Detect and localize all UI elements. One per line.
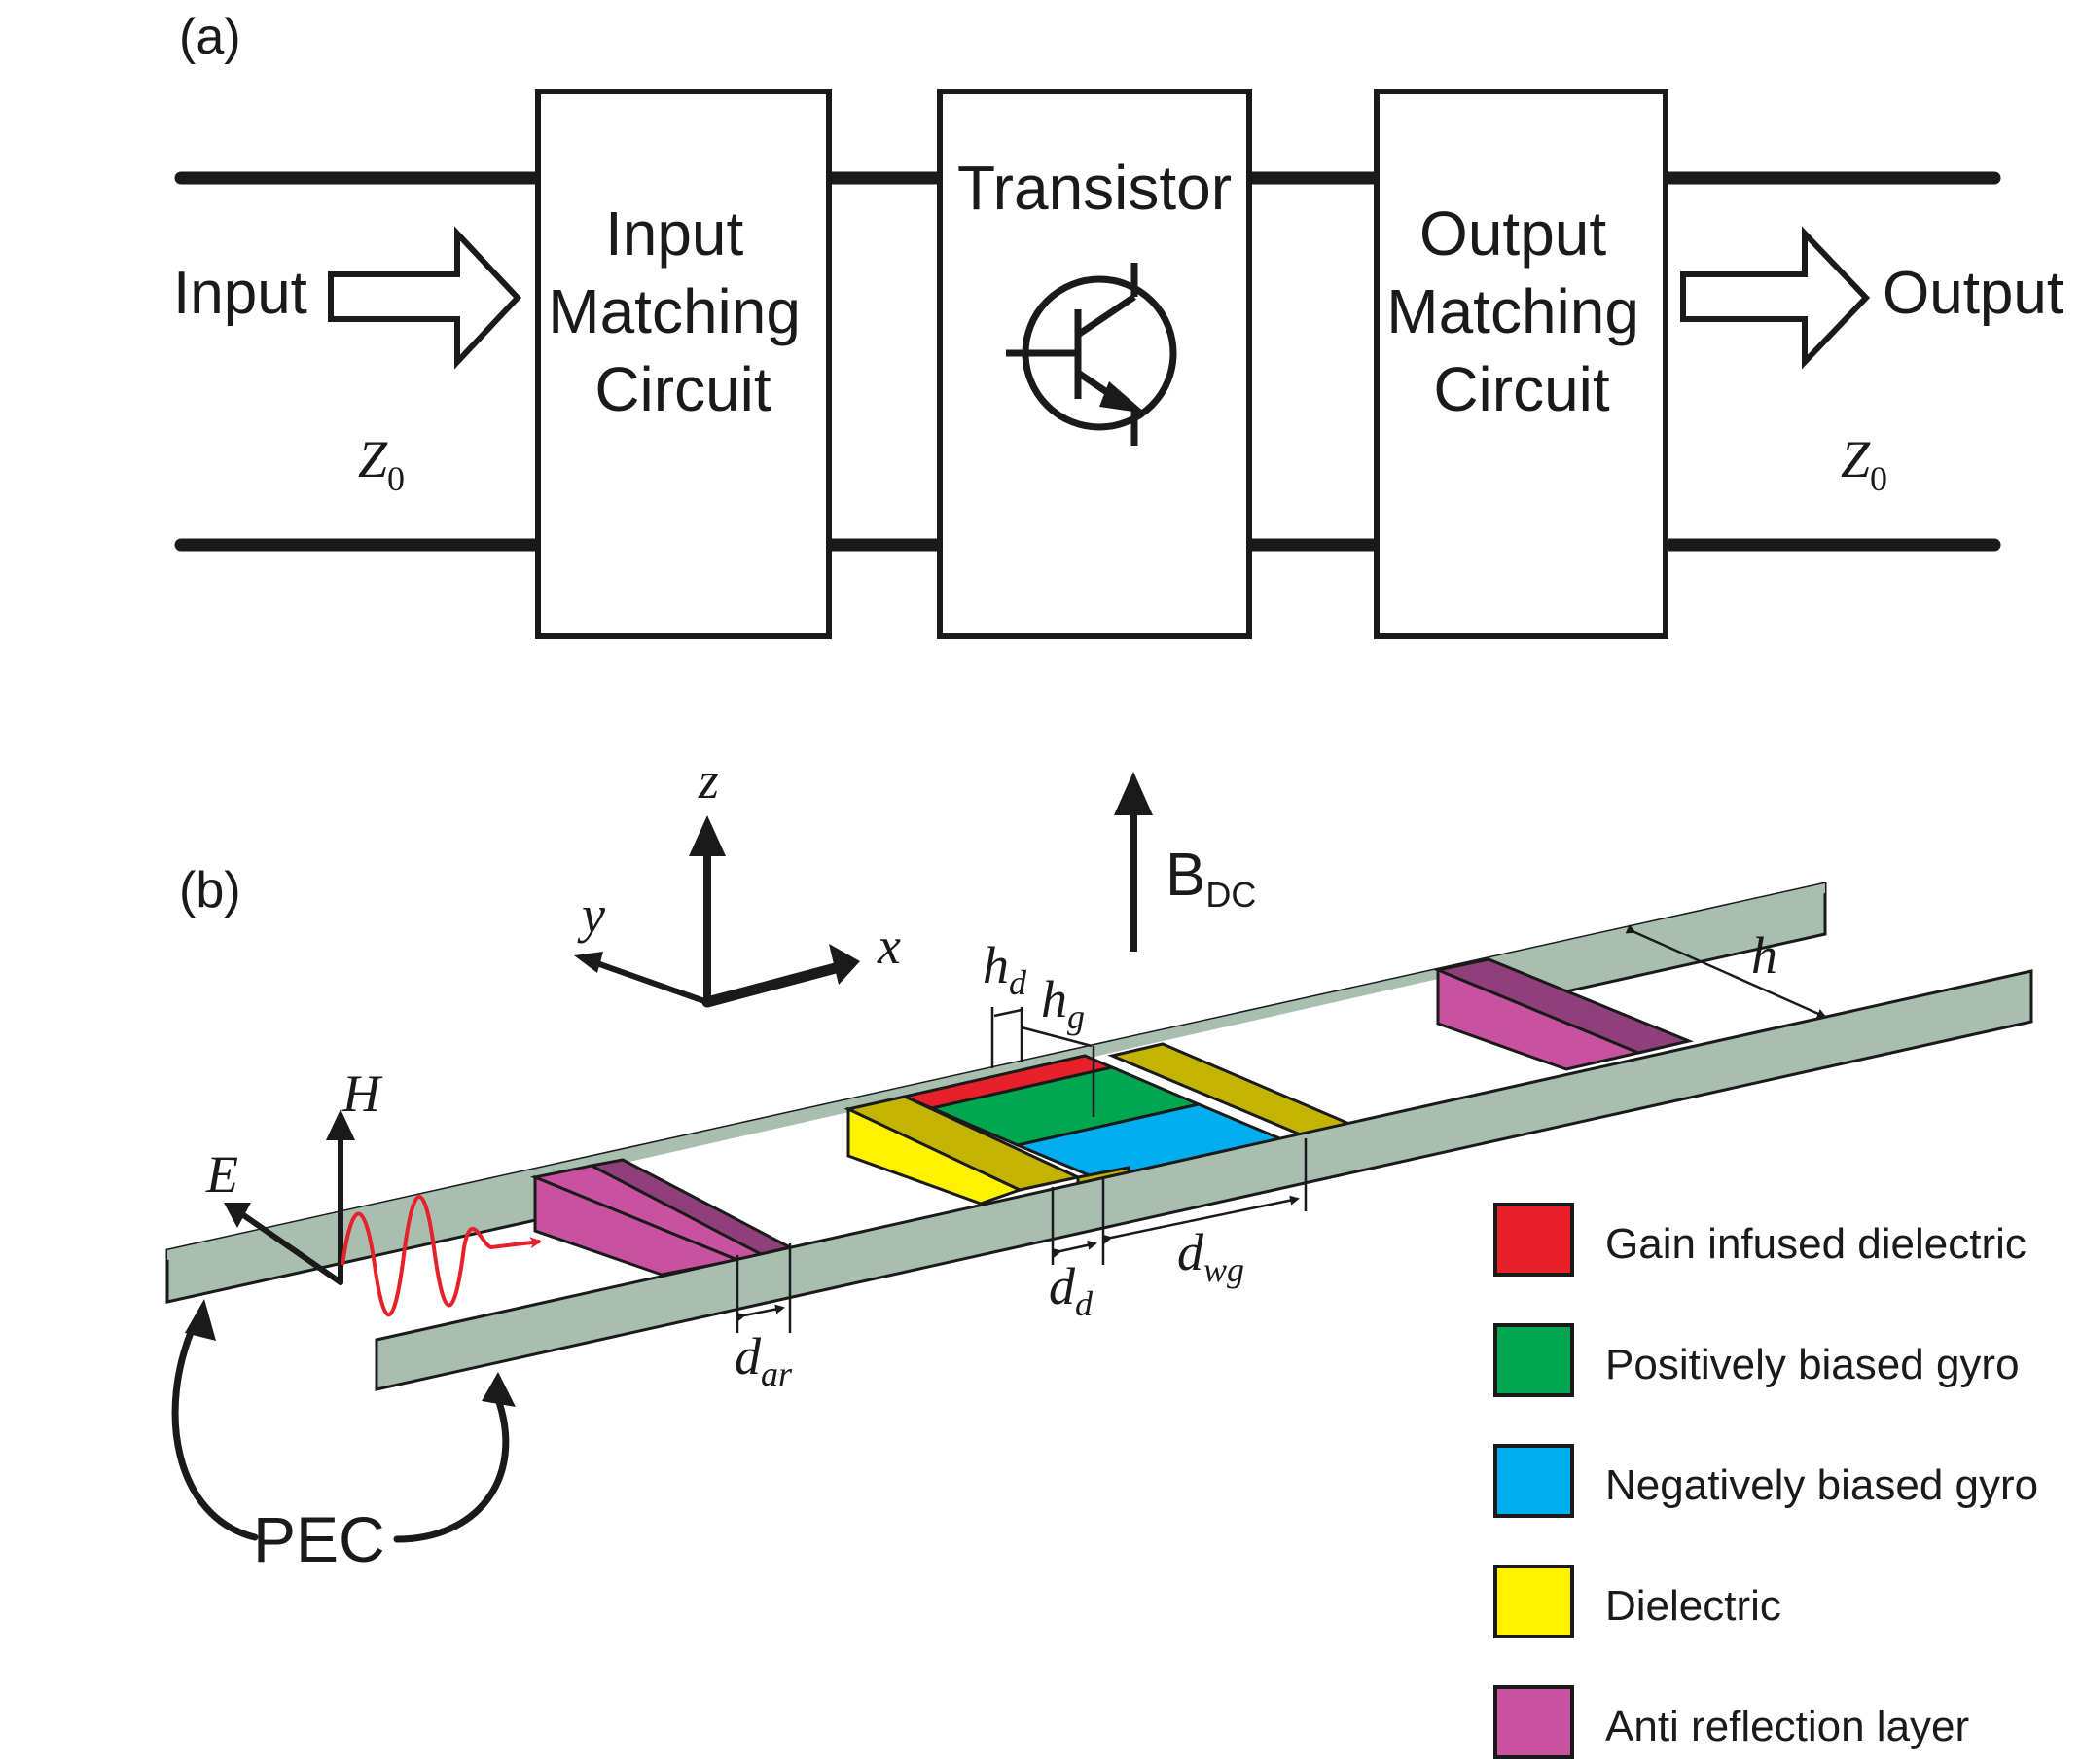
legend-label-ar: Anti reflection layer bbox=[1605, 1703, 1969, 1750]
transistor-block bbox=[937, 89, 1252, 639]
panel-a: (a) Input Output Z0 Z0 Input Matching Ci… bbox=[173, 9, 2063, 639]
legend-item-gain: Gain infused dielectric bbox=[1493, 1203, 2027, 1277]
legend-label-positive-gyro: Positively biased gyro bbox=[1605, 1341, 2020, 1388]
dim-dd-label: dd bbox=[1049, 1257, 1094, 1323]
bdc-arrow-icon bbox=[1114, 772, 1153, 815]
input-label: Input bbox=[173, 260, 307, 327]
legend-item-positive-gyro: Positively biased gyro bbox=[1493, 1323, 2020, 1397]
pec-pointers bbox=[171, 1319, 510, 1543]
field-vectors bbox=[224, 1109, 355, 1285]
legend-label-negative-gyro: Negatively biased gyro bbox=[1605, 1461, 2038, 1509]
legend-item-dielectric: Dielectric bbox=[1493, 1565, 1781, 1638]
axis-z-label: z bbox=[698, 751, 719, 810]
input-matching-label: Input Matching Circuit bbox=[548, 198, 817, 424]
legend-label-dielectric: Dielectric bbox=[1605, 1582, 1781, 1630]
dim-dar-label: dar bbox=[735, 1327, 793, 1393]
legend-swatch-gain bbox=[1493, 1203, 1574, 1277]
input-arrow-icon bbox=[328, 226, 522, 370]
dim-dwg-label: dwg bbox=[1177, 1223, 1244, 1289]
field-e-label: E bbox=[205, 1145, 238, 1204]
legend-swatch-positive-gyro bbox=[1493, 1323, 1574, 1397]
dim-hg-label: hg bbox=[1041, 970, 1085, 1036]
legend: Gain infused dielectric Positively biase… bbox=[1493, 1203, 2038, 1759]
panel-b-label: (b) bbox=[179, 862, 241, 918]
legend-item-ar: Anti reflection layer bbox=[1493, 1685, 1969, 1759]
ar-layer-right bbox=[1432, 957, 1694, 1071]
ar-layer-left bbox=[529, 1158, 795, 1277]
output-arrow-icon bbox=[1680, 226, 1871, 370]
output-label: Output bbox=[1883, 260, 2063, 327]
legend-swatch-ar bbox=[1493, 1685, 1574, 1759]
z0-right-label: Z0 bbox=[1841, 430, 1887, 498]
bdc-label: BDC bbox=[1166, 842, 1256, 915]
field-h-label: H bbox=[341, 1064, 383, 1123]
legend-label-gain: Gain infused dielectric bbox=[1605, 1220, 2027, 1268]
dimension-lines bbox=[736, 924, 1827, 1333]
pec-label: PEC bbox=[253, 1503, 385, 1575]
input-matching-block bbox=[535, 89, 832, 639]
transistor-label: Transistor bbox=[957, 153, 1232, 223]
legend-swatch-dielectric bbox=[1493, 1565, 1574, 1638]
coordinate-axes bbox=[574, 815, 860, 1008]
axis-y-label: y bbox=[577, 885, 605, 944]
output-matching-block bbox=[1374, 89, 1668, 639]
panel-a-label: (a) bbox=[179, 9, 241, 65]
transmission-lines bbox=[174, 171, 2001, 552]
dim-h-label: h bbox=[1751, 926, 1777, 985]
incident-wave-icon bbox=[341, 1195, 542, 1317]
panel-b: (b) z y x BDC bbox=[165, 751, 2033, 1575]
axis-x-label: x bbox=[877, 917, 901, 975]
dim-hd-label: hd bbox=[983, 936, 1027, 1002]
bjt-transistor-icon bbox=[1006, 263, 1177, 446]
output-matching-label: Output Matching Circuit bbox=[1386, 198, 1656, 424]
legend-swatch-negative-gyro bbox=[1493, 1444, 1574, 1518]
legend-item-negative-gyro: Negatively biased gyro bbox=[1493, 1444, 2038, 1518]
z0-left-label: Z0 bbox=[358, 430, 405, 498]
